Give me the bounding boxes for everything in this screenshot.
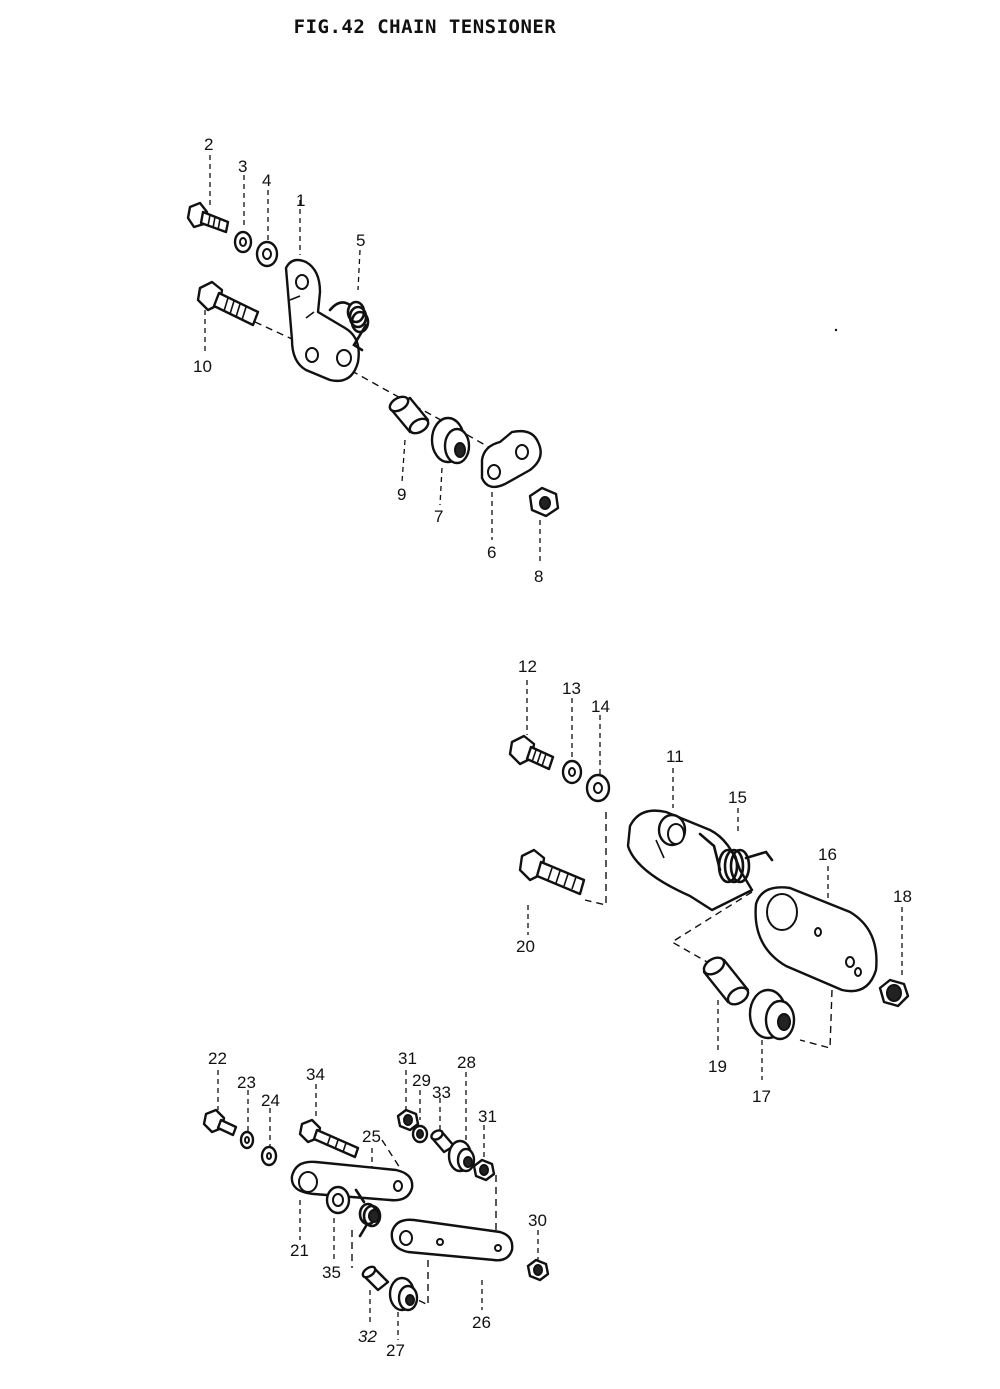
middle-assembly [508,680,910,1080]
part-23-lock-washer [239,1130,255,1150]
callout-17: 17 [752,1087,771,1106]
callout-16: 16 [818,845,837,864]
part-16-plate [754,886,878,993]
part-10-bolt [196,280,260,327]
callout-19: 19 [708,1057,727,1076]
callout-12: 12 [518,657,537,676]
callout-6: 6 [487,543,496,562]
callout-14: 14 [591,697,610,716]
callout-27: 27 [386,1341,405,1360]
part-31-nut [396,1108,420,1132]
part-20-bolt [518,848,586,896]
part-3-lock-washer [233,230,253,254]
callout-1: 1 [296,191,305,210]
part-9-collar [388,395,430,435]
callout-31: 31 [398,1049,417,1068]
callout-11: 11 [666,747,684,766]
part-12-bolt [508,734,555,771]
callout-33: 33 [432,1083,451,1102]
part-25-spring [354,1188,382,1238]
part-6-plate [480,429,542,489]
callout-3: 3 [238,157,247,176]
part-17-roller [748,988,796,1041]
part-18-nut [878,978,910,1008]
callout-29: 29 [412,1071,431,1090]
part-1-tensioner-arm [284,258,360,383]
callout-23: 23 [237,1073,256,1092]
top-assembly [186,155,560,565]
callout-8: 8 [534,567,543,586]
part-7-roller [430,416,471,465]
callout-20: 20 [516,937,535,956]
part-21-arm [290,1160,414,1202]
callout-21: 21 [290,1241,309,1260]
part-14-washer [585,773,611,803]
part-31b-nut [472,1158,496,1182]
callout-18: 18 [893,887,912,906]
part-19-collar [702,956,750,1006]
callout-22: 22 [208,1049,227,1068]
callout-labels: 1 2 3 4 5 6 7 8 9 10 11 12 13 14 15 16 1… [193,135,912,1360]
callout-32: 32 [358,1327,377,1346]
part-15-spring [698,832,774,884]
part-28-roller [447,1139,476,1173]
callout-2: 2 [204,135,213,154]
part-13-lock-washer [561,759,583,785]
part-26-plate [390,1218,514,1262]
callout-31-second: 31 [478,1107,497,1126]
part-22-bolt [202,1108,238,1137]
part-11-arm [626,809,754,912]
part-4-washer [255,240,279,268]
callout-30: 30 [528,1211,547,1230]
part-24-washer [260,1145,278,1167]
callout-5: 5 [356,231,365,250]
callout-10: 10 [193,357,212,376]
callout-25: 25 [362,1127,381,1146]
callout-35: 35 [322,1263,341,1282]
callout-34: 34 [306,1065,325,1084]
part-2-bolt [186,201,230,234]
callout-9: 9 [397,485,406,504]
callout-24: 24 [261,1091,280,1110]
page-title: FIG.42 CHAIN TENSIONER [293,16,557,38]
callout-7: 7 [434,507,443,526]
callout-28: 28 [457,1053,476,1072]
callout-13: 13 [562,679,581,698]
callout-26: 26 [472,1313,491,1332]
part-8-nut [528,486,560,518]
part-33-spacer [430,1129,456,1154]
part-32-collar [361,1265,390,1292]
part-5-spring [328,300,370,352]
part-30-nut [526,1258,550,1282]
callout-4: 4 [262,171,271,190]
callout-15: 15 [728,788,747,807]
part-29-collar [411,1124,429,1144]
bottom-assembly [202,1070,550,1340]
part-34-bolt [298,1118,360,1159]
part-35-clip [325,1185,351,1215]
scan-speck [834,328,838,332]
part-27-roller [388,1276,419,1312]
